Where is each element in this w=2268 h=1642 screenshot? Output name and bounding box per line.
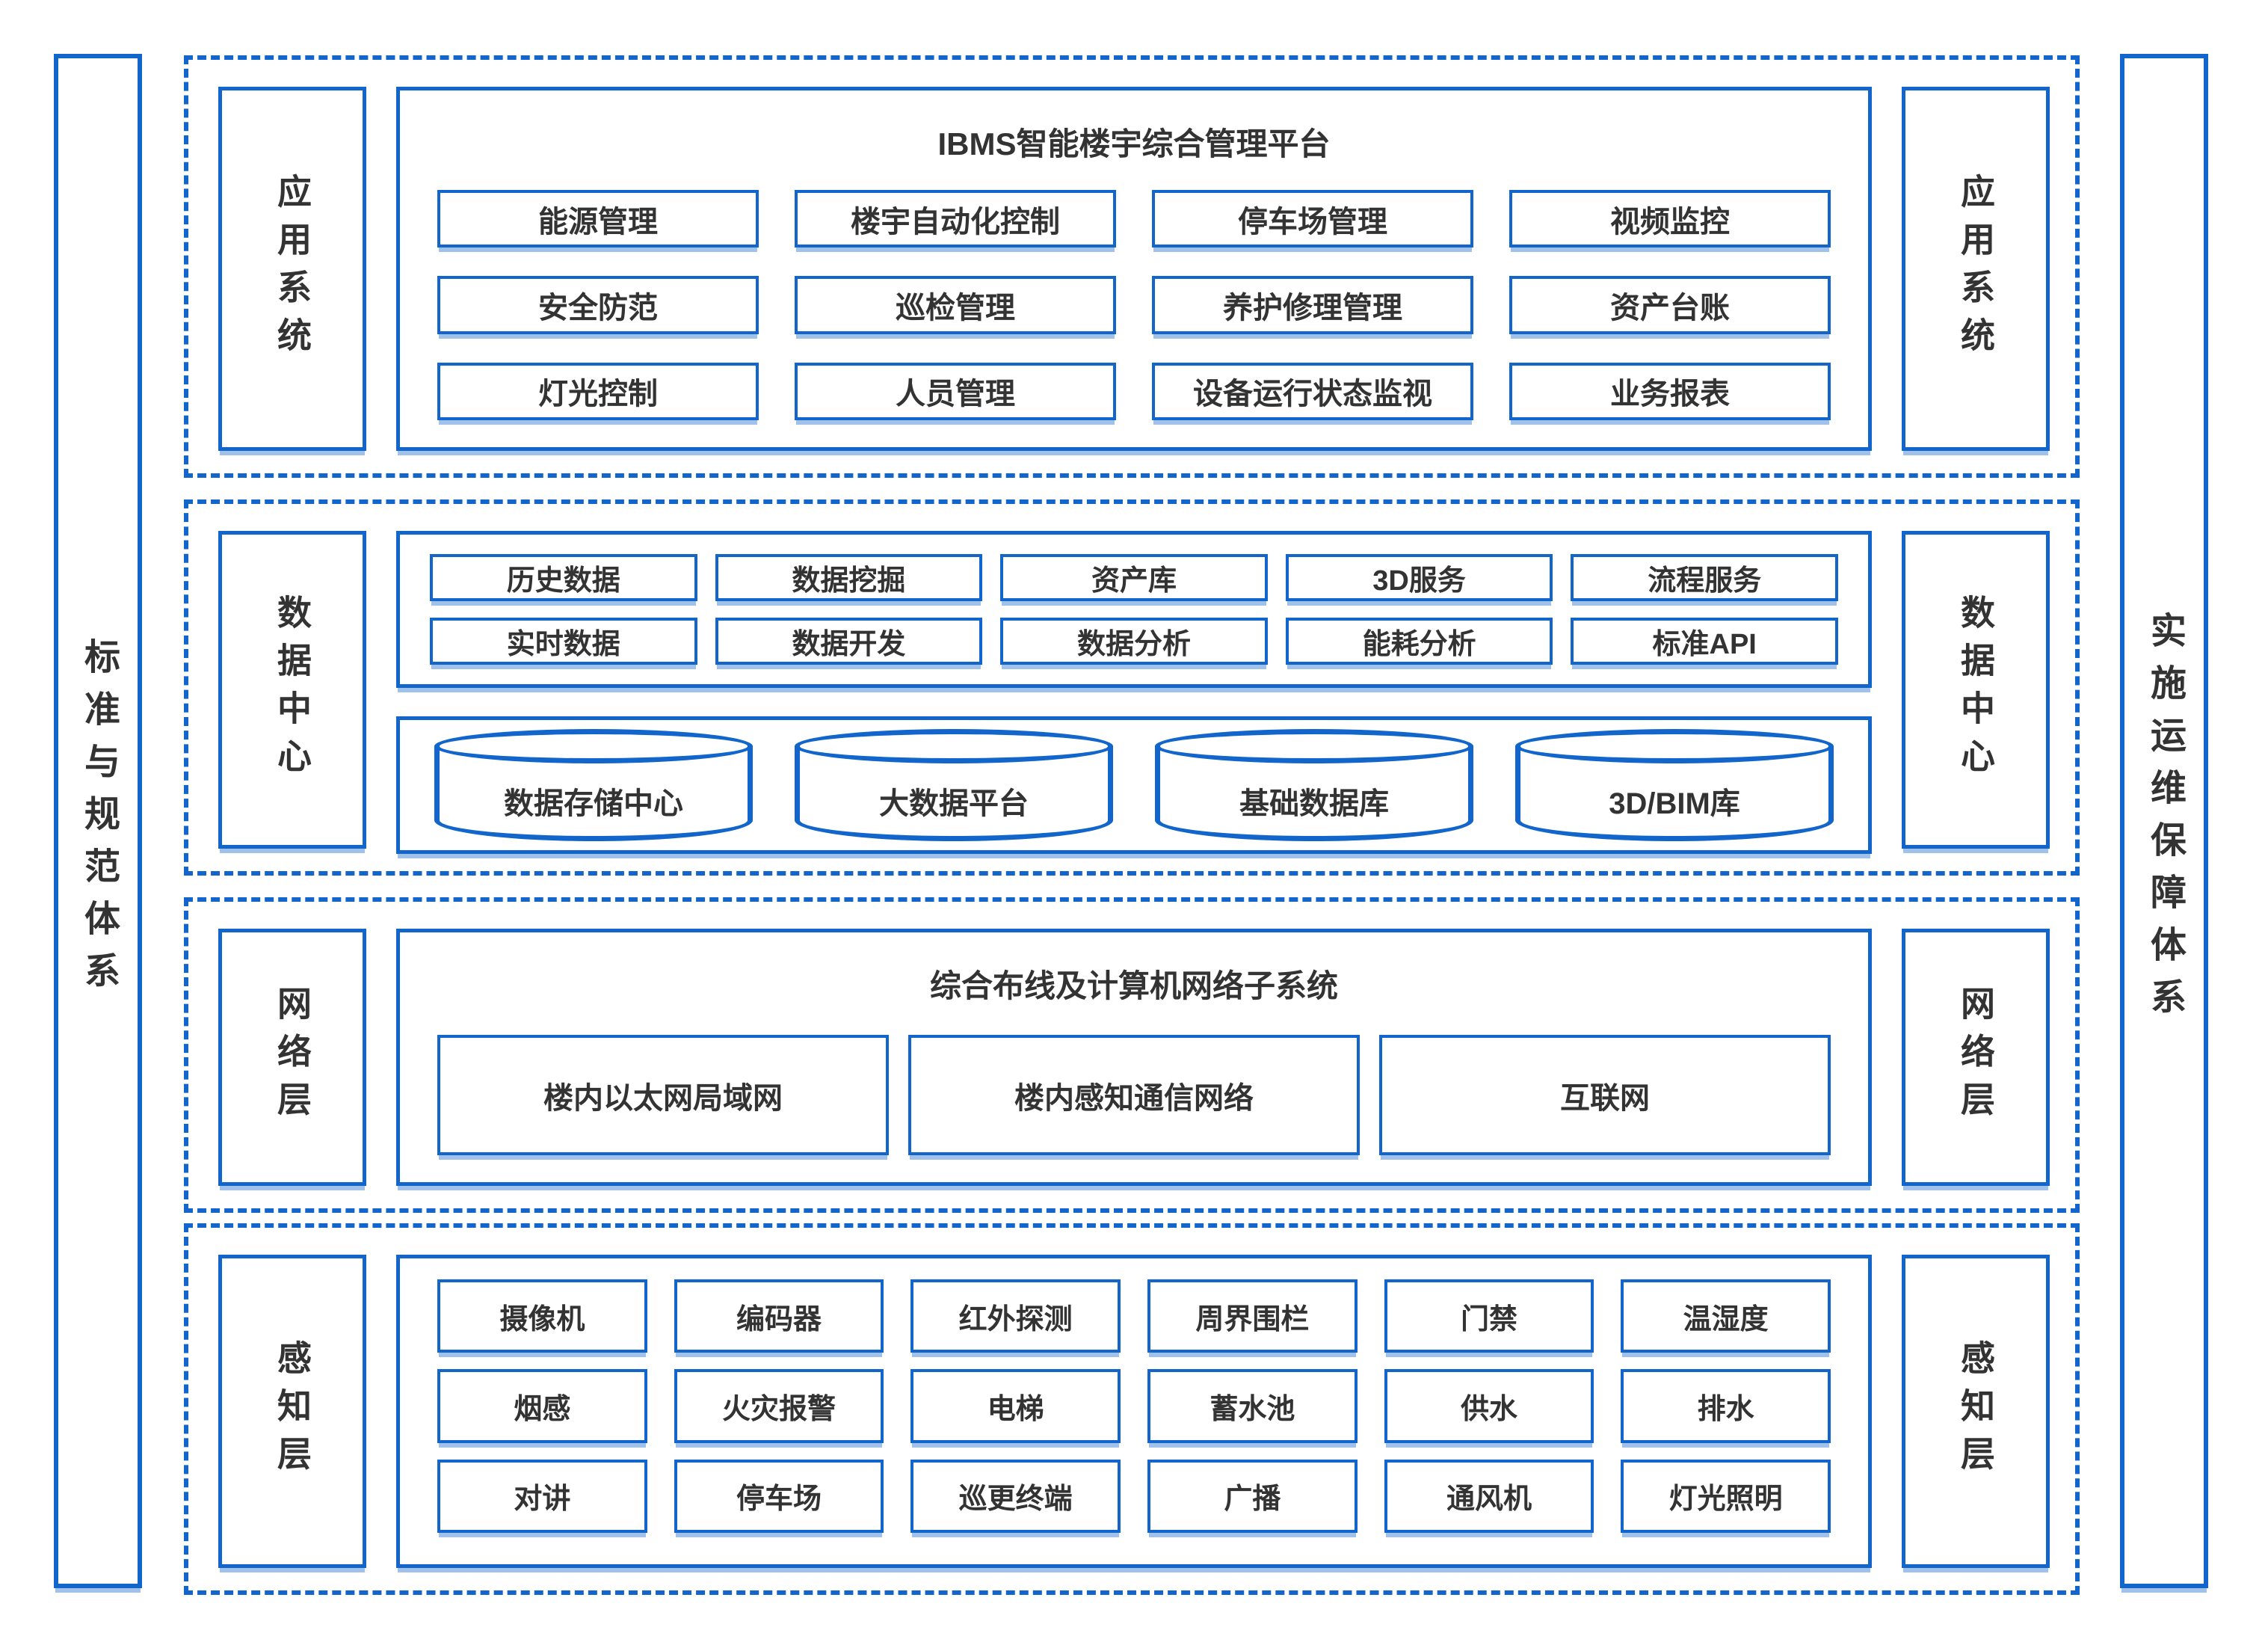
layer-stack: 应用系统 IBMS智能楼宇综合管理平台 能源管理 楼宇自动化控制 停车场管理 视… xyxy=(184,55,2080,1595)
application-grid: 能源管理 楼宇自动化控制 停车场管理 视频监控 安全防范 巡检管理 养护修理管理… xyxy=(437,190,1831,420)
data-center-layer: 数据中心 历史数据 数据挖掘 资产库 3D服务 流程服务 实时数据 数据开发 数… xyxy=(184,499,2080,876)
service-box-energy-analysis: 能耗分析 xyxy=(1285,618,1553,665)
data-services-box: 历史数据 数据挖掘 资产库 3D服务 流程服务 实时数据 数据开发 数据分析 能… xyxy=(396,531,1872,688)
app-box-parking: 停车场管理 xyxy=(1152,190,1473,248)
database-cylinder-bigdata-platform: 大数据平台 xyxy=(795,729,1113,841)
device-box-infrared-detection: 红外探测 xyxy=(910,1279,1121,1353)
network-layer-label-text: 网络层 xyxy=(1956,985,1995,1129)
app-box-lighting-control: 灯光控制 xyxy=(437,362,759,420)
perception-layer-label-left: 感知层 xyxy=(218,1255,366,1568)
application-layer-label-text: 应用系统 xyxy=(1956,173,1995,365)
databases-box: 数据存储中心 大数据平台 基础数据库 3 xyxy=(396,716,1872,854)
application-layer-label-right: 应用系统 xyxy=(1902,87,2050,451)
cylinder-label: 数据存储中心 xyxy=(504,787,683,820)
device-box-water-tank: 蓄水池 xyxy=(1147,1369,1358,1443)
perception-layer: 感知层 摄像机 编码器 红外探测 周界围栏 门禁 温湿度 烟感 火灾报警 电梯 … xyxy=(184,1223,2080,1595)
platform-title: IBMS智能楼宇综合管理平台 xyxy=(937,126,1331,162)
network-box-ethernet-lan: 楼内以太网局域网 xyxy=(437,1035,889,1155)
network-box-internet: 互联网 xyxy=(1379,1035,1831,1155)
data-center-content: 历史数据 数据挖掘 资产库 3D服务 流程服务 实时数据 数据开发 数据分析 能… xyxy=(396,531,1872,854)
device-box-patrol-terminal: 巡更终端 xyxy=(910,1459,1121,1533)
database-cylinder-3d-bim: 3D/BIM库 xyxy=(1515,729,1834,841)
cylinder-label: 大数据平台 xyxy=(879,787,1029,820)
cylinder-top xyxy=(1515,729,1834,763)
network-layer: 网络层 综合布线及计算机网络子系统 楼内以太网局域网 楼内感知通信网络 互联网 … xyxy=(184,897,2080,1213)
network-layer-label-left: 网络层 xyxy=(218,929,366,1186)
device-box-access-control: 门禁 xyxy=(1384,1279,1594,1353)
data-center-label-text: 数据中心 xyxy=(273,594,312,786)
network-layer-label-text: 网络层 xyxy=(273,985,312,1129)
perception-layer-label-text: 感知层 xyxy=(273,1339,312,1483)
service-box-data-development: 数据开发 xyxy=(715,618,983,665)
network-grid: 楼内以太网局域网 楼内感知通信网络 互联网 xyxy=(437,1035,1831,1155)
network-subsystem-box: 综合布线及计算机网络子系统 楼内以太网局域网 楼内感知通信网络 互联网 xyxy=(396,929,1872,1186)
network-subsystem-title: 综合布线及计算机网络子系统 xyxy=(929,968,1338,1003)
service-box-history-data: 历史数据 xyxy=(430,554,697,601)
standards-system-label: 标准与规范体系 xyxy=(78,638,118,1004)
device-box-perimeter-fence: 周界围栏 xyxy=(1147,1279,1358,1353)
database-cylinder-base-database: 基础数据库 xyxy=(1155,729,1473,841)
device-box-camera: 摄像机 xyxy=(437,1279,647,1353)
service-box-3d-service: 3D服务 xyxy=(1285,554,1553,601)
database-cylinder-storage-center: 数据存储中心 xyxy=(434,729,753,841)
service-box-realtime-data: 实时数据 xyxy=(430,618,697,665)
data-center-label-text: 数据中心 xyxy=(1956,594,1995,786)
data-center-label-right: 数据中心 xyxy=(1902,531,2050,849)
service-box-asset-repo: 资产库 xyxy=(1000,554,1268,601)
operations-support-label: 实施运维保障体系 xyxy=(2145,612,2184,1030)
perception-layer-label-text: 感知层 xyxy=(1956,1339,1995,1483)
application-platform-box: IBMS智能楼宇综合管理平台 能源管理 楼宇自动化控制 停车场管理 视频监控 安… xyxy=(396,87,1872,451)
app-box-security: 安全防范 xyxy=(437,276,759,334)
operations-support-bar: 实施运维保障体系 xyxy=(2120,54,2208,1588)
device-box-encoder: 编码器 xyxy=(674,1279,884,1353)
device-box-ventilator: 通风机 xyxy=(1384,1459,1594,1533)
network-box-sensing-network: 楼内感知通信网络 xyxy=(908,1035,1360,1155)
device-box-smoke-sensor: 烟感 xyxy=(437,1369,647,1443)
cylinder-label: 基础数据库 xyxy=(1239,787,1389,820)
device-box-elevator: 电梯 xyxy=(910,1369,1121,1443)
device-box-water-supply: 供水 xyxy=(1384,1369,1594,1443)
standards-system-bar: 标准与规范体系 xyxy=(54,54,142,1588)
app-box-equipment-status: 设备运行状态监视 xyxy=(1152,362,1473,420)
device-box-lighting: 灯光照明 xyxy=(1621,1459,1831,1533)
perception-grid: 摄像机 编码器 红外探测 周界围栏 门禁 温湿度 烟感 火灾报警 电梯 蓄水池 … xyxy=(437,1275,1831,1537)
application-layer-label-left: 应用系统 xyxy=(218,87,366,451)
device-box-broadcast: 广播 xyxy=(1147,1459,1358,1533)
device-box-drainage: 排水 xyxy=(1621,1369,1831,1443)
service-box-process-service: 流程服务 xyxy=(1571,554,1838,601)
app-box-personnel: 人员管理 xyxy=(795,362,1116,420)
cylinder-top xyxy=(795,729,1113,763)
service-box-standard-api: 标准API xyxy=(1571,618,1838,665)
cylinder-top xyxy=(434,729,753,763)
cylinder-label: 3D/BIM库 xyxy=(1609,787,1740,820)
app-box-maintenance: 养护修理管理 xyxy=(1152,276,1473,334)
app-box-video-surveillance: 视频监控 xyxy=(1509,190,1831,248)
device-box-fire-alarm: 火灾报警 xyxy=(674,1369,884,1443)
application-layer: 应用系统 IBMS智能楼宇综合管理平台 能源管理 楼宇自动化控制 停车场管理 视… xyxy=(184,55,2080,478)
app-box-business-reports: 业务报表 xyxy=(1509,362,1831,420)
service-box-data-analysis: 数据分析 xyxy=(1000,618,1268,665)
app-box-inspection: 巡检管理 xyxy=(795,276,1116,334)
service-box-data-mining: 数据挖掘 xyxy=(715,554,983,601)
app-box-building-automation: 楼宇自动化控制 xyxy=(795,190,1116,248)
app-box-asset-ledger: 资产台账 xyxy=(1509,276,1831,334)
network-layer-label-right: 网络层 xyxy=(1902,929,2050,1186)
perception-layer-label-right: 感知层 xyxy=(1902,1255,2050,1568)
device-box-parking-lot: 停车场 xyxy=(674,1459,884,1533)
device-box-intercom: 对讲 xyxy=(437,1459,647,1533)
data-center-label-left: 数据中心 xyxy=(218,531,366,849)
application-layer-label-text: 应用系统 xyxy=(273,173,312,365)
cylinder-top xyxy=(1155,729,1473,763)
app-box-energy: 能源管理 xyxy=(437,190,759,248)
device-box-temp-humidity: 温湿度 xyxy=(1621,1279,1831,1353)
perception-devices-box: 摄像机 编码器 红外探测 周界围栏 门禁 温湿度 烟感 火灾报警 电梯 蓄水池 … xyxy=(396,1255,1872,1568)
